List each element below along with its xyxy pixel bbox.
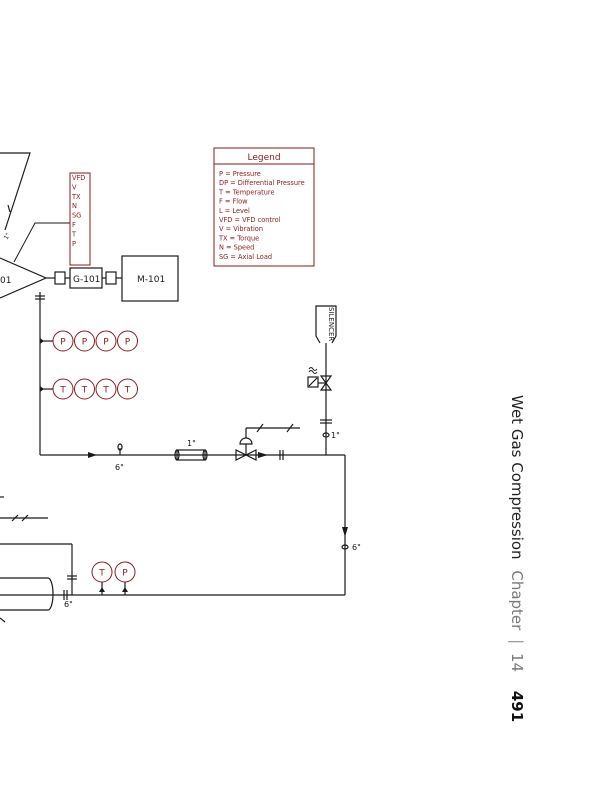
vent-branch: 1" SILENCER [307,305,340,455]
header-chapter-word: Chapter [508,570,526,631]
instrument-list-item: TX [71,193,81,201]
running-header: Wet Gas Compression Chapter | 14 491 [508,395,526,722]
legend-item: TX = Torque [218,234,259,242]
instrument-bubble-label: T [98,569,105,579]
main-line-size: 6" [115,463,124,472]
instrument-bubble [91,561,113,583]
instrument-bubble-label: P [125,338,131,348]
compressor-symbol: 01 [0,257,48,299]
legend-title: Legend [247,153,280,163]
instrument-bubble [52,378,74,400]
instrument-bubble [95,378,117,400]
lower-left-piping: 6" [0,496,77,623]
instrument-list-item: F [72,221,76,229]
instrument-bubble-label: T [102,386,109,396]
legend-item: VFD = VFD control [219,216,281,224]
instrument-bubble [114,561,136,583]
legend-item: T = Temperature [218,188,275,196]
motor-tag: M-101 [137,275,165,285]
silencer-label: SILENCER [327,307,335,341]
legend-item: F = Flow [219,198,248,206]
legend-item: N = Speed [219,244,254,252]
instrument-list-item: N [72,202,77,210]
return-line-size: 6" [352,543,361,552]
instrument-list-item: V [72,183,77,191]
drive-train: G-101 M-101 [46,255,179,302]
legend-item: P = Pressure [219,170,261,178]
header-title: Wet Gas Compression [508,395,526,560]
vent-size: 1" [331,431,340,440]
instrument-bubble-label: P [82,338,88,348]
header-chapter-number: 14 [508,652,526,673]
instrument-list-item: P [72,240,76,248]
legend-item: L = Level [219,207,250,215]
instrument-bubble [74,330,95,352]
instrument-bubble-label: P [122,569,128,579]
svg-text:1": 1" [3,232,12,241]
instrument-bubble [95,330,117,352]
bypass-size: 1" [187,439,196,448]
instrument-bubble-label: P [60,338,66,348]
instrument-bubble [117,378,138,400]
instrument-bubble [74,378,95,400]
bottom-line-size: 6" [64,600,73,609]
instrument-bubble [117,330,138,352]
instrument-bubble-label: T [81,386,88,396]
compressor-linkage: 1" [0,152,31,241]
page-number: 491 [508,690,526,723]
legend-item: DP = Differential Pressure [219,179,305,187]
header-separator: | [508,639,526,645]
instrument-bubble-label: T [124,386,131,396]
legend-item: V = Vibration [219,225,263,233]
instrument-list-item: VFD [72,174,85,182]
discharge-line: 6" 1" 6" [0,292,361,596]
instrument-bubble [52,330,74,352]
compressor-tag: 01 [0,276,11,286]
instrument-bubble-label: P [103,338,109,348]
instrument-list-item: T [71,230,77,238]
flow-element [176,449,206,461]
instrument-bubble-label: T [59,386,66,396]
instrument-list-item: SG [72,212,81,220]
motor-box [121,255,179,302]
legend-item: SG = Axial Load [219,253,272,261]
gearbox-tag: G-101 [73,275,100,285]
